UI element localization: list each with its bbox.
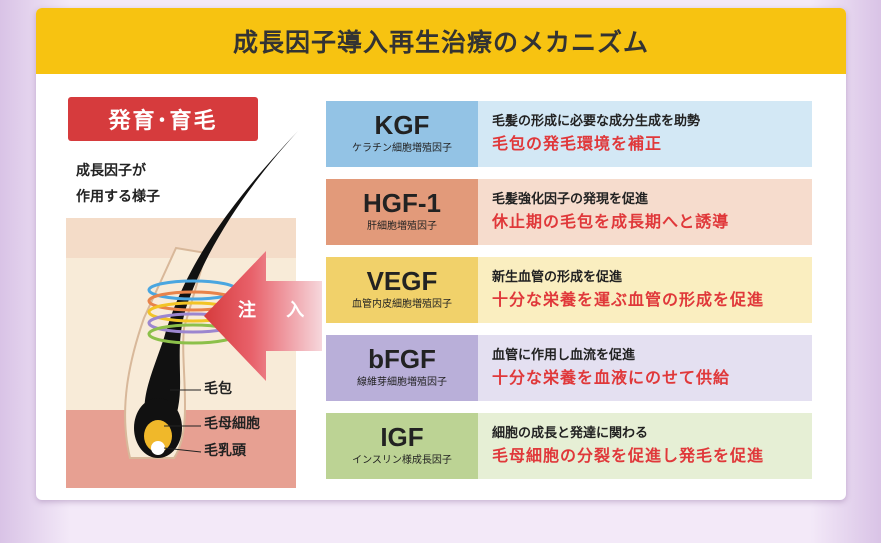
factor-desc-cell: 血管に作用し血流を促進十分な栄養を血液にのせて供給 [478,335,812,401]
page-title: 成長因子導入再生治療のメカニズム [36,8,846,74]
factor-desc-cell: 細胞の成長と発達に関わる毛母細胞の分裂を促進し発毛を促進 [478,413,812,479]
factor-name-cell: VEGF 血管内皮細胞増殖因子 [326,257,478,323]
factor-effect: 血管に作用し血流を促進 [492,348,636,363]
factor-row: bFGF 線維芽細胞増殖因子 血管に作用し血流を促進十分な栄養を血液にのせて供給 [326,335,812,401]
factor-effect: 毛髪の形成に必要な成分生成を助勢 [492,114,701,129]
factor-abbr: bFGF [368,344,436,374]
factor-abbr: KGF [374,110,430,140]
factor-benefit: 十分な栄養を血液にのせて供給 [492,368,731,387]
factor-abbr: VEGF [366,266,438,296]
factor-name-cell: HGF-1 肝細胞増殖因子 [326,179,478,245]
caption-line-2: 作用する様子 [76,189,160,205]
hair-shaft [144,131,298,428]
factor-effect: 新生血管の形成を促進 [492,270,623,285]
inject-label: 注 入 [238,300,317,321]
factor-name-cell: IGF インスリン様成長因子 [326,413,478,479]
factor-full-name: 線維芽細胞増殖因子 [357,377,447,388]
growth-badge: 発育･育毛 [68,97,258,141]
hair-matrix [144,420,172,452]
diagram-caption: 成長因子が 作用する様子 [76,158,236,210]
factor-desc-cell: 毛髪の形成に必要な成分生成を助勢毛包の発毛環境を補正 [478,101,812,167]
factor-name-cell: bFGF 線維芽細胞増殖因子 [326,335,478,401]
caption-line-1: 成長因子が [76,163,146,179]
factor-full-name: インスリン様成長因子 [352,455,452,466]
hair-follicle-illustration [66,131,298,488]
papilla-leader [163,447,202,453]
factor-effect: 毛髪強化因子の発現を促進 [492,192,649,207]
factor-row: VEGF 血管内皮細胞増殖因子 新生血管の形成を促進十分な栄養を運ぶ血管の形成を促進 [326,257,812,323]
factor-desc-cell: 新生血管の形成を促進十分な栄養を運ぶ血管の形成を促進 [478,257,812,323]
factor-abbr: IGF [380,422,424,452]
papilla-label: 毛乳頭 [204,443,246,459]
inject-arrow-icon [204,251,322,381]
factor-effect: 細胞の成長と発達に関わる [492,426,649,441]
factor-name-cell: KGF ケラチン細胞増殖因子 [326,101,478,167]
factor-row: HGF-1 肝細胞増殖因子 毛髪強化因子の発現を促進休止期の毛包を成長期へと誘導 [326,179,812,245]
dermal-papilla [151,441,165,455]
factor-benefit: 毛母細胞の分裂を促進し発毛を促進 [492,446,765,465]
factor-row: KGF ケラチン細胞増殖因子 毛髪の形成に必要な成分生成を助勢毛包の発毛環境を補正 [326,101,812,167]
mechanism-card: 成長因子導入再生治療のメカニズム 発育･育毛 成長因子が 作用する様子 毛包 毛… [36,8,846,500]
factor-full-name: 血管内皮細胞増殖因子 [352,299,452,310]
factor-full-name: 肝細胞増殖因子 [367,221,437,232]
factor-full-name: ケラチン細胞増殖因子 [352,143,452,154]
factor-row: IGF インスリン様成長因子 細胞の成長と発達に関わる毛母細胞の分裂を促進し発毛を促… [326,413,812,479]
factor-benefit: 毛包の発毛環境を補正 [492,134,663,153]
factor-benefit: 休止期の毛包を成長期へと誘導 [492,212,730,231]
factor-desc-cell: 毛髪強化因子の発現を促進休止期の毛包を成長期へと誘導 [478,179,812,245]
factor-benefit: 十分な栄養を運ぶ血管の形成を促進 [492,290,765,309]
matrix-label: 毛母細胞 [204,416,260,432]
factor-abbr: HGF-1 [363,188,441,218]
bulb-label: 毛包 [204,381,232,397]
